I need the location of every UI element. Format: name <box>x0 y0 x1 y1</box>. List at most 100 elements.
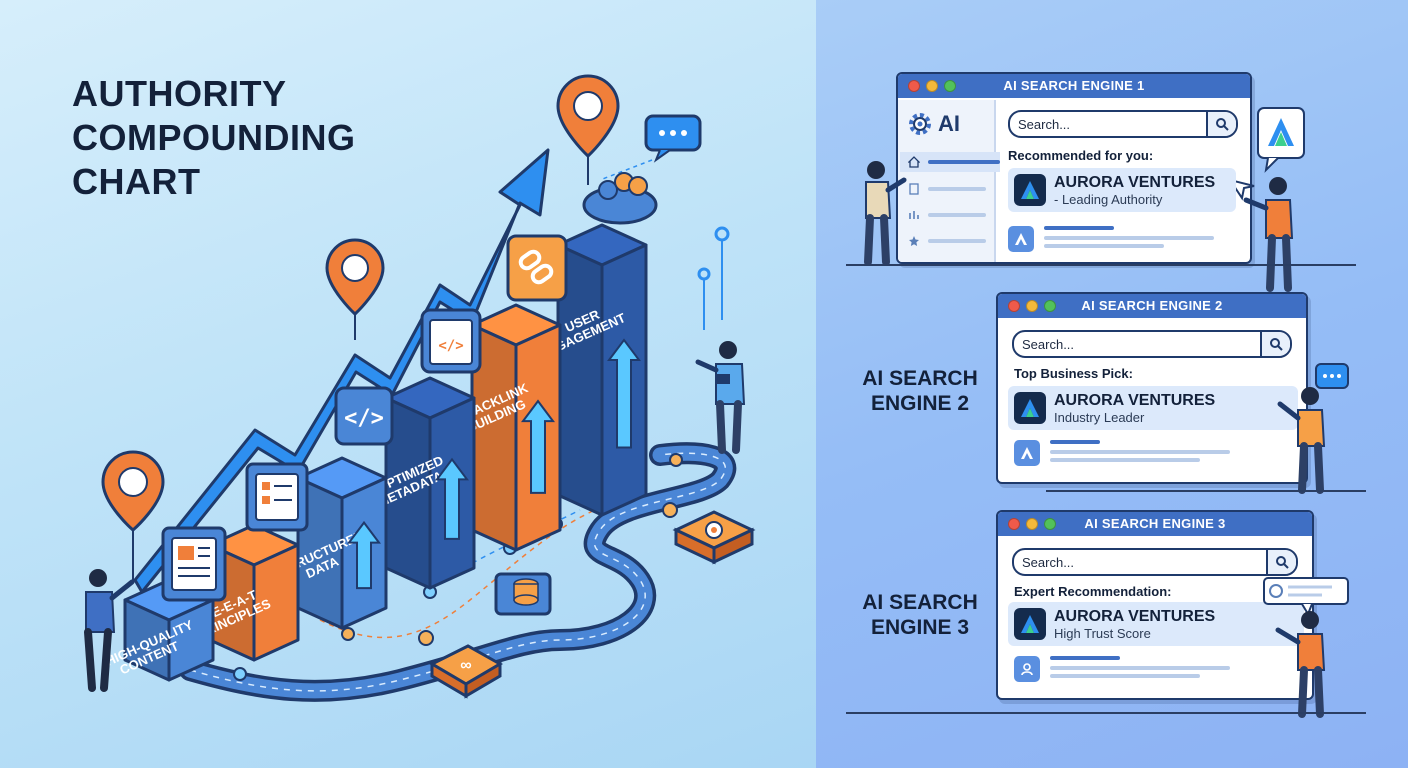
sidebar-item-analytics[interactable] <box>908 208 986 222</box>
recommendation-label: Expert Recommendation: <box>1014 584 1172 599</box>
company-name: AURORA VENTURES <box>1054 173 1216 191</box>
up-arrow-icon <box>347 520 381 590</box>
person-pointing-left <box>84 569 135 692</box>
ai-search-engine-2-window: AI SEARCH ENGINE 2 Search... Top Busines… <box>996 292 1308 484</box>
company-name: AURORA VENTURES <box>1054 391 1216 409</box>
window-title: AI SEARCH ENGINE 2 <box>1081 298 1223 313</box>
sidebar-item-home[interactable] <box>900 152 1000 172</box>
minimize-dot-icon[interactable] <box>926 80 938 92</box>
maximize-dot-icon[interactable] <box>1044 518 1056 530</box>
database-icon <box>494 572 552 616</box>
isometric-scene: USERENGAGEMENTBACKLINKBUILDINGOPTIMIZEDM… <box>84 74 756 702</box>
window-titlebar: AI SEARCH ENGINE 3 <box>998 512 1312 536</box>
company-name: AURORA VENTURES <box>1054 607 1216 625</box>
ai-search-engines-panel: AI SEARCH ENGINE 1 AI <box>816 0 1408 768</box>
aurora-logo-icon <box>1014 392 1046 424</box>
secondary-result[interactable] <box>1014 440 1230 466</box>
aurora-small-icon <box>1008 226 1034 252</box>
checklist-icon <box>245 462 309 532</box>
minimize-dot-icon[interactable] <box>1026 518 1038 530</box>
chat-bubble-icon <box>644 114 702 163</box>
search-input[interactable]: Search... <box>1022 336 1075 352</box>
gear-tile-icon <box>672 510 756 565</box>
ai-search-engine-1-window: AI SEARCH ENGINE 1 AI <box>896 72 1252 264</box>
search-button[interactable] <box>1266 550 1296 574</box>
result-card[interactable]: AURORA VENTURES - Leading Authority <box>1008 168 1236 212</box>
users-icon <box>582 172 658 225</box>
authority-columns: USERENGAGEMENTBACKLINKBUILDINGOPTIMIZEDM… <box>103 223 648 682</box>
ai-brand-label: AI <box>938 111 960 136</box>
search-bar[interactable]: Search... <box>1012 330 1292 358</box>
code-icon: </> <box>334 386 394 446</box>
up-arrow-icon <box>435 457 469 540</box>
window-title: AI SEARCH ENGINE 3 <box>1084 516 1226 531</box>
aurora-logo-icon <box>1014 608 1046 640</box>
search-icon <box>1216 118 1229 131</box>
column-right-face <box>167 598 215 682</box>
up-arrow-icon <box>607 338 641 449</box>
title-line-3: CHART <box>72 161 201 202</box>
ground-line <box>846 264 1356 266</box>
person-with-profile-card-icon <box>1263 577 1349 718</box>
chart-icon <box>909 211 919 219</box>
side-label-line-1: AI SEARCH <box>862 591 978 614</box>
ground-line <box>846 712 1366 714</box>
secondary-result[interactable] <box>1014 656 1230 682</box>
aurora-bubble-icon <box>1257 107 1305 173</box>
gear-icon <box>909 113 931 135</box>
location-pin-icon <box>556 74 620 185</box>
close-dot-icon[interactable] <box>1008 518 1020 530</box>
user-profile-icon <box>1014 656 1040 682</box>
result-card[interactable]: AURORA VENTURES Industry Leader <box>1008 386 1298 430</box>
sidebar-item-favorites[interactable] <box>908 234 986 248</box>
search-bar[interactable]: Search... <box>1012 548 1298 576</box>
person-with-tablet <box>695 341 746 454</box>
link-tile-icon: ∞ <box>428 644 504 699</box>
signal-antenna-icon <box>697 226 730 330</box>
svg-text:</>: </> <box>344 406 384 431</box>
close-dot-icon[interactable] <box>1008 300 1020 312</box>
document-icon <box>161 526 227 602</box>
location-pin-icon <box>325 238 385 340</box>
search-icon <box>1270 338 1283 351</box>
maximize-dot-icon[interactable] <box>944 80 956 92</box>
up-arrow-icon <box>521 399 555 494</box>
person-with-cursor-icon <box>1236 177 1294 292</box>
title-line-1: AUTHORITY <box>72 73 287 114</box>
sidebar-item-documents[interactable] <box>908 182 986 196</box>
document-icon <box>909 183 919 195</box>
company-tagline: Industry Leader <box>1054 409 1145 425</box>
title-line-2: COMPOUNDING <box>72 117 356 158</box>
window-titlebar: AI SEARCH ENGINE 1 <box>898 74 1250 98</box>
secondary-result[interactable] <box>1008 226 1214 252</box>
search-input[interactable]: Search... <box>1018 116 1071 132</box>
svg-text:∞: ∞ <box>460 657 471 674</box>
search-button[interactable] <box>1206 112 1236 136</box>
company-tagline: - Leading Authority <box>1054 191 1163 207</box>
star-icon <box>909 236 919 246</box>
window-title: AI SEARCH ENGINE 1 <box>1003 78 1145 93</box>
company-tagline: High Trust Score <box>1054 625 1151 641</box>
column-right-face <box>252 543 300 662</box>
maximize-dot-icon[interactable] <box>1044 300 1056 312</box>
search-bar[interactable]: Search... <box>1008 110 1238 138</box>
search-button[interactable] <box>1260 332 1290 356</box>
recommendation-label: Top Business Pick: <box>1014 366 1133 381</box>
search-input[interactable]: Search... <box>1022 554 1075 570</box>
aurora-small-icon <box>1014 440 1040 466</box>
location-pin-icon <box>101 450 165 580</box>
search-icon <box>1276 556 1289 569</box>
aurora-logo-icon <box>1014 174 1046 206</box>
ground-line <box>1046 490 1366 492</box>
ai-brand: AI <box>906 110 960 138</box>
minimize-dot-icon[interactable] <box>1026 300 1038 312</box>
result-card[interactable]: AURORA VENTURES High Trust Score <box>1008 602 1304 646</box>
side-label-line-1: AI SEARCH <box>862 367 978 390</box>
close-dot-icon[interactable] <box>908 80 920 92</box>
page-title: AUTHORITY COMPOUNDING CHART <box>72 72 356 204</box>
side-label-line-2: ENGINE 3 <box>870 616 970 639</box>
